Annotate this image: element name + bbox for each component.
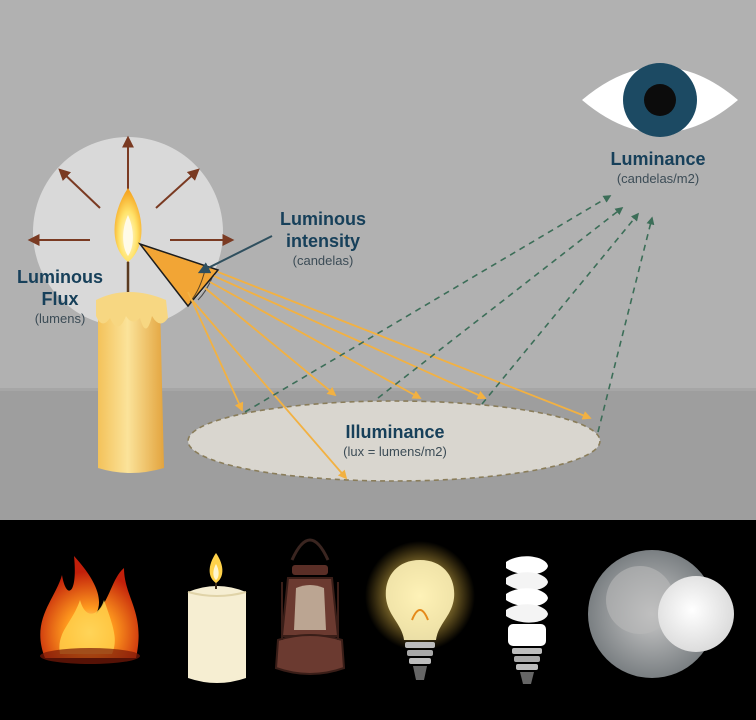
luminous-intensity-label: Luminous intensity (candelas) (258, 208, 388, 269)
candle-icon (187, 553, 247, 683)
luminous-intensity-cone (137, 235, 273, 308)
illuminance-unit: (lux = lumens/m2) (343, 444, 447, 459)
luminous-flux-title-1: Luminous (17, 267, 103, 287)
illuminance-label: Illuminance (lux = lumens/m2) (310, 421, 480, 460)
luminous-intensity-unit: (candelas) (292, 253, 354, 268)
luminous-flux-label: Luminous Flux (lumens) (8, 266, 112, 327)
oil-lantern-icon (274, 538, 346, 675)
luminous-intensity-title-1: Luminous (280, 209, 366, 229)
illuminated-area-ellipse (187, 400, 601, 482)
luminance-label: Luminance (candelas/m2) (586, 148, 730, 187)
luminous-intensity-title-2: intensity (285, 231, 360, 251)
luminous-flux-unit: (lumens) (34, 311, 86, 326)
reflected-rays (244, 195, 655, 433)
horizon-line (0, 388, 756, 391)
luminance-title: Luminance (610, 149, 706, 169)
incandescent-bulb-icon (365, 541, 475, 680)
illuminance-title: Illuminance (345, 422, 445, 442)
candle-illustration (96, 188, 168, 473)
luminous-flux-title-2: Flux (41, 289, 79, 309)
eye-icon (582, 63, 738, 137)
cfl-bulb-icon (506, 556, 548, 684)
moon-icon (588, 550, 734, 678)
fire-icon (40, 556, 140, 664)
luminance-unit: (candelas/m2) (616, 171, 700, 186)
light-rays (187, 271, 592, 480)
